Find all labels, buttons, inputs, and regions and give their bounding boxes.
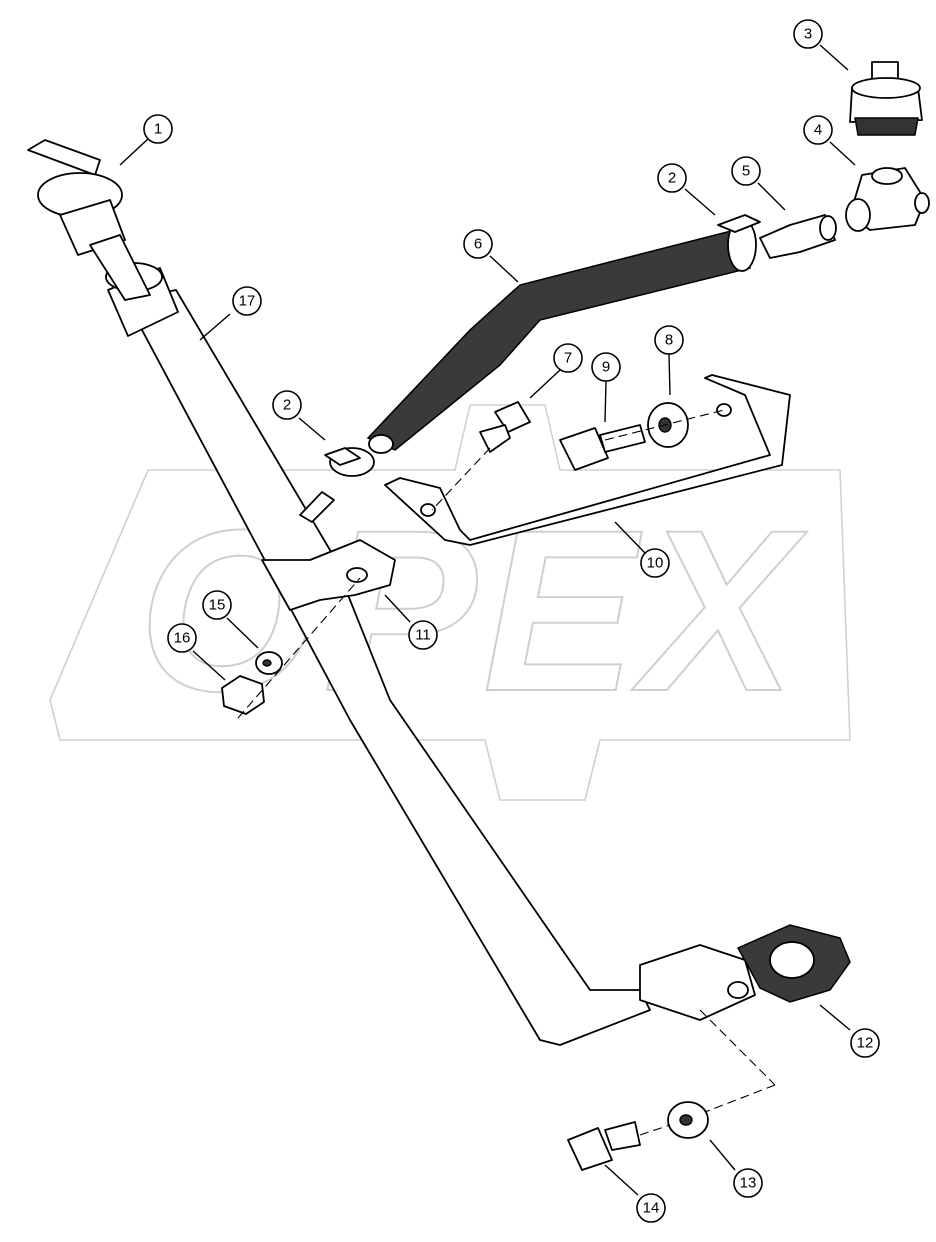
callout-10: 10 [640, 548, 670, 578]
washer-part-15 [255, 651, 283, 675]
callout-11: 11 [408, 620, 438, 650]
clamp-part-2-upper [717, 214, 761, 272]
callout-label-13: 13 [740, 1175, 757, 1192]
callout-label-5: 5 [742, 163, 750, 180]
callout-1: 1 [143, 114, 173, 144]
clip-part-11 [261, 491, 396, 611]
callout-4: 4 [803, 115, 833, 145]
callout-label-1: 1 [154, 121, 162, 138]
callout-label-14: 14 [643, 1200, 660, 1217]
fitting-part-5 [759, 214, 837, 259]
tube-part-17 [105, 262, 756, 1046]
callout-9: 9 [591, 352, 621, 382]
callout-label-16: 16 [174, 630, 191, 647]
callout-5: 5 [731, 156, 761, 186]
callout-14: 14 [636, 1193, 666, 1223]
callout-7: 7 [553, 343, 583, 373]
callout-17: 17 [232, 286, 262, 316]
nut-part-16 [221, 675, 265, 715]
callout-2-lower: 2 [272, 390, 302, 420]
callout-3: 3 [793, 19, 823, 49]
callout-label-2-upper: 2 [668, 170, 676, 187]
callout-label-11: 11 [415, 627, 431, 644]
washer-part-8 [647, 402, 689, 448]
callout-8: 8 [654, 325, 684, 355]
callout-label-3: 3 [804, 26, 812, 43]
alignment-lines [237, 409, 776, 1136]
watermark: OPEX [49, 404, 851, 801]
washer-part-13 [667, 1101, 709, 1139]
bracket-part-10 [384, 374, 791, 546]
clamp-part-2-lower [324, 447, 375, 477]
sensor-part-3 [849, 61, 923, 136]
callout-label-17: 17 [239, 293, 256, 310]
callout-label-6: 6 [474, 236, 482, 253]
bolt-part-7 [479, 401, 531, 453]
gasket-part-12 [736, 924, 851, 1003]
callout-label-7: 7 [564, 350, 572, 367]
callout-label-8: 8 [665, 332, 673, 349]
callout-2-upper: 2 [657, 163, 687, 193]
valve-part-1 [27, 139, 151, 301]
callout-16: 16 [167, 623, 197, 653]
callout-label-12: 12 [857, 1035, 874, 1052]
callout-12: 12 [850, 1028, 880, 1058]
hose-part-6 [366, 229, 752, 454]
callout-label-2-lower: 2 [283, 397, 291, 414]
callout-label-15: 15 [209, 597, 226, 614]
callout-6: 6 [463, 229, 493, 259]
bolt-part-14 [567, 1121, 641, 1171]
callout-label-9: 9 [602, 359, 610, 376]
leader-lines [119, 44, 856, 1196]
callout-13: 13 [733, 1168, 763, 1198]
bolt-part-9 [559, 424, 646, 471]
callout-15: 15 [202, 590, 232, 620]
callout-label-4: 4 [814, 122, 822, 139]
callout-label-10: 10 [647, 555, 664, 572]
tee-part-4 [845, 167, 930, 232]
